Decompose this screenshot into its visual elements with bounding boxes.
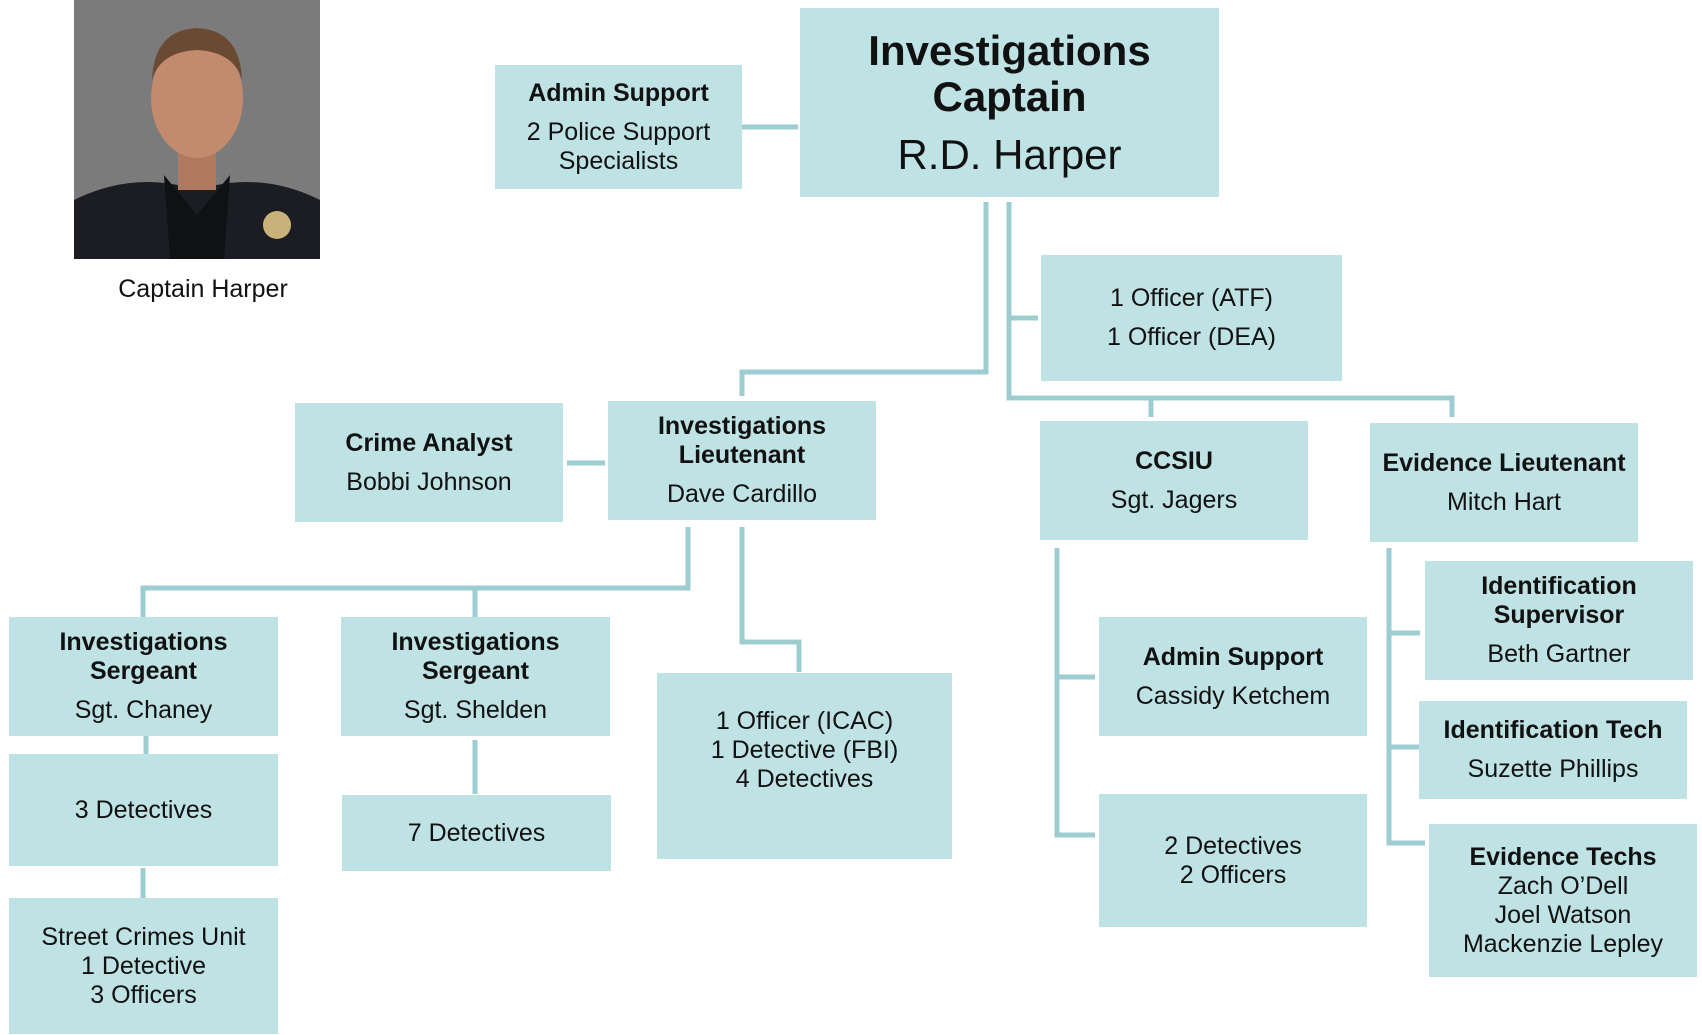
icac-unit-line2: 1 Detective (FBI) [710, 736, 899, 764]
evidence-tech-name-1: Zach O’Dell [1497, 871, 1629, 900]
admin-support-top-line1: 2 Police Support [526, 117, 711, 146]
admin-support-top-box: Admin Support 2 Police Support Specialis… [495, 65, 742, 189]
ccsiu-staff-line1: 2 Detectives [1164, 831, 1302, 860]
icac-unit-line1: 1 Officer (ICAC) [715, 707, 894, 735]
ccsiu-staff-box: 2 Detectives 2 Officers [1099, 794, 1367, 927]
photo-caption: Captain Harper [118, 275, 288, 303]
street-crimes-line1: Street Crimes Unit [41, 922, 246, 951]
ccsiu-title: CCSIU [1135, 446, 1213, 475]
identification-tech-box: Identification Tech Suzette Phillips [1419, 701, 1687, 799]
investigations-lieutenant-title-line1: Investigations [657, 412, 827, 440]
federal-officer-atf: 1 Officer (ATF) [1110, 284, 1273, 312]
evidence-tech-name-2: Joel Watson [1494, 900, 1632, 929]
sergeant-chaney-box: Investigations Sergeant Sgt. Chaney [9, 617, 278, 736]
evidence-lieutenant-box: Evidence Lieutenant Mitch Hart [1370, 423, 1638, 542]
portrait-image [74, 0, 320, 259]
sergeant-shelden-title-line1: Investigations [391, 628, 560, 656]
street-crimes-line3: 3 Officers [90, 980, 197, 1009]
identification-supervisor-name: Beth Gartner [1487, 640, 1631, 668]
sergeant-shelden-title-line2: Sergeant [422, 657, 529, 685]
sergeant-chaney-title-line1: Investigations [59, 628, 228, 656]
sergeant-shelden-box: Investigations Sergeant Sgt. Shelden [341, 617, 610, 736]
identification-tech-name: Suzette Phillips [1467, 755, 1639, 783]
captain-name: R.D. Harper [897, 130, 1122, 178]
admin-support-ccsiu-title: Admin Support [1142, 642, 1324, 671]
investigations-lieutenant-name: Dave Cardillo [666, 480, 818, 508]
federal-officer-dea: 1 Officer (DEA) [1106, 323, 1277, 351]
evidence-techs-title: Evidence Techs [1469, 842, 1657, 871]
ccsiu-name: Sgt. Jagers [1110, 485, 1238, 514]
evidence-lieutenant-name: Mitch Hart [1447, 487, 1561, 516]
icac-unit-line3: 4 Detectives [735, 765, 874, 793]
crime-analyst-title: Crime Analyst [345, 428, 513, 457]
captain-photo [74, 0, 320, 259]
crime-analyst-box: Crime Analyst Bobbi Johnson [295, 403, 563, 522]
icac-unit-box: 1 Officer (ICAC) 1 Detective (FBI) 4 Det… [657, 673, 952, 859]
sergeant-chaney-title-line2: Sergeant [90, 657, 197, 685]
evidence-tech-name-3: Mackenzie Lepley [1462, 929, 1664, 958]
street-crimes-box: Street Crimes Unit 1 Detective 3 Officer… [9, 898, 278, 1034]
shelden-detectives-box: 7 Detectives [342, 795, 611, 871]
captain-box: Investigations Captain R.D. Harper [800, 8, 1219, 197]
captain-title-line2: Captain [932, 72, 1087, 120]
chaney-detectives-text: 3 Detectives [74, 795, 213, 824]
admin-support-top-title: Admin Support [528, 78, 709, 107]
sergeant-chaney-name: Sgt. Chaney [74, 696, 213, 724]
ccsiu-box: CCSIU Sgt. Jagers [1040, 421, 1308, 540]
evidence-techs-box: Evidence Techs Zach O’Dell Joel Watson M… [1429, 824, 1697, 977]
ccsiu-staff-line2: 2 Officers [1179, 860, 1287, 889]
investigations-lieutenant-box: Investigations Lieutenant Dave Cardillo [608, 401, 876, 520]
admin-support-top-line2: Specialists [558, 146, 679, 175]
identification-tech-title: Identification Tech [1443, 716, 1663, 744]
street-crimes-line2: 1 Detective [80, 951, 207, 980]
investigations-lieutenant-title-line2: Lieutenant [678, 441, 806, 469]
identification-supervisor-box: Identification Supervisor Beth Gartner [1425, 561, 1693, 680]
admin-support-ccsiu-name: Cassidy Ketchem [1135, 681, 1331, 710]
shelden-detectives-text: 7 Detectives [407, 818, 546, 847]
admin-support-ccsiu-box: Admin Support Cassidy Ketchem [1099, 617, 1367, 736]
chaney-detectives-box: 3 Detectives [9, 754, 278, 866]
identification-supervisor-title-line2: Supervisor [1493, 601, 1625, 629]
crime-analyst-name: Bobbi Johnson [346, 467, 512, 496]
captain-title-line1: Investigations [868, 26, 1151, 74]
evidence-lieutenant-title: Evidence Lieutenant [1382, 448, 1626, 477]
sergeant-shelden-name: Sgt. Shelden [403, 696, 548, 724]
federal-officers-box: 1 Officer (ATF) 1 Officer (DEA) [1041, 255, 1342, 381]
identification-supervisor-title-line1: Identification [1481, 572, 1637, 600]
